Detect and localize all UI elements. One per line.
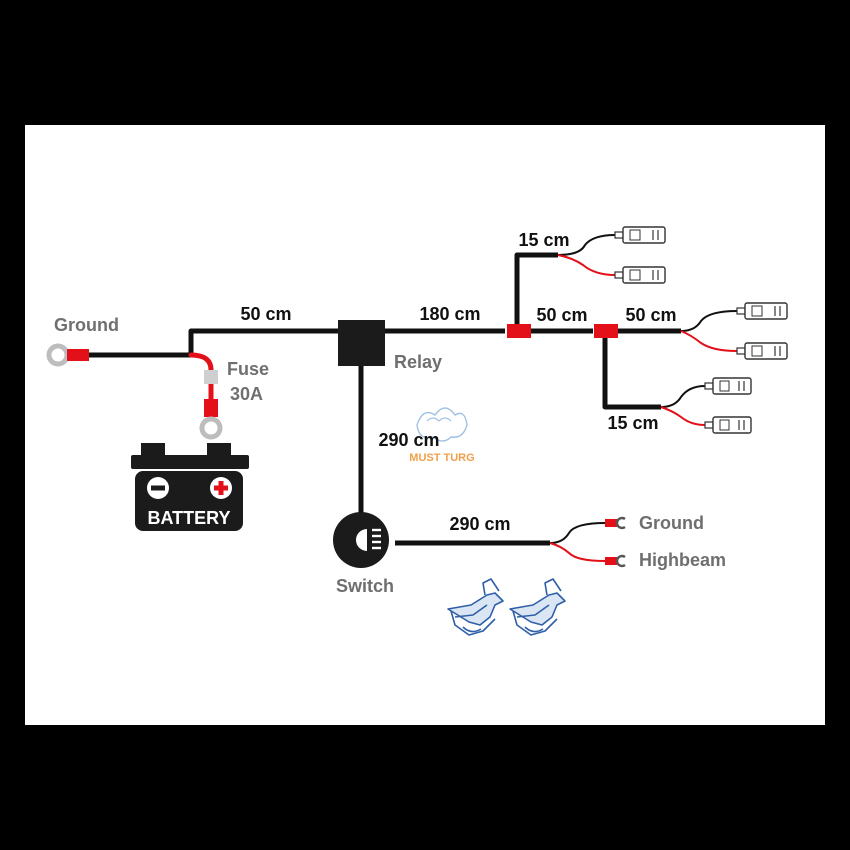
watermark-text: MUST TURG — [409, 452, 474, 464]
ground-ring-terminal — [46, 343, 89, 367]
wire-ground-relay — [89, 328, 345, 358]
fuse-label: Fuse — [227, 359, 269, 379]
length-second-lamp: 50 cm — [625, 305, 676, 325]
relay-box — [338, 320, 385, 366]
wire-bottom-branch — [602, 331, 661, 410]
ground-label-top: Ground — [54, 315, 119, 335]
fuse-rating-label: 30A — [230, 384, 263, 404]
length-split-second: 50 cm — [536, 305, 587, 325]
switch-label: Switch — [336, 576, 394, 596]
wiring-diagram: BATTERY — [46, 226, 788, 636]
length-bottom-branch: 15 cm — [607, 413, 658, 433]
split-connector-2 — [594, 324, 618, 338]
length-switch-output: 290 cm — [449, 514, 510, 534]
fuse-branch — [188, 352, 214, 418]
top-branch-plugs — [557, 226, 666, 284]
diagram-panel: BATTERY — [25, 125, 825, 725]
battery-label: BATTERY — [148, 508, 231, 528]
fuse-holder — [199, 370, 223, 440]
relay-label: Relay — [394, 352, 442, 372]
bottom-branch-plugs — [660, 377, 752, 434]
watermark-logo — [416, 407, 468, 442]
length-top-branch: 15 cm — [518, 230, 569, 250]
wiring — [89, 252, 681, 546]
headlight-switch-icon — [333, 512, 389, 568]
length-relay-split: 180 cm — [419, 304, 480, 324]
highbeam-output-label: Highbeam — [639, 550, 726, 570]
wire-top-branch — [514, 252, 558, 331]
switch-output-terminals — [549, 516, 626, 568]
split-connector-1 — [507, 324, 531, 338]
battery-icon — [131, 443, 249, 531]
splice-clip-icon — [447, 578, 566, 636]
length-ground-relay: 50 cm — [240, 304, 291, 324]
ground-output-label: Ground — [639, 513, 704, 533]
right-lamp-plugs — [680, 302, 788, 360]
length-relay-switch: 290 cm — [378, 430, 439, 450]
